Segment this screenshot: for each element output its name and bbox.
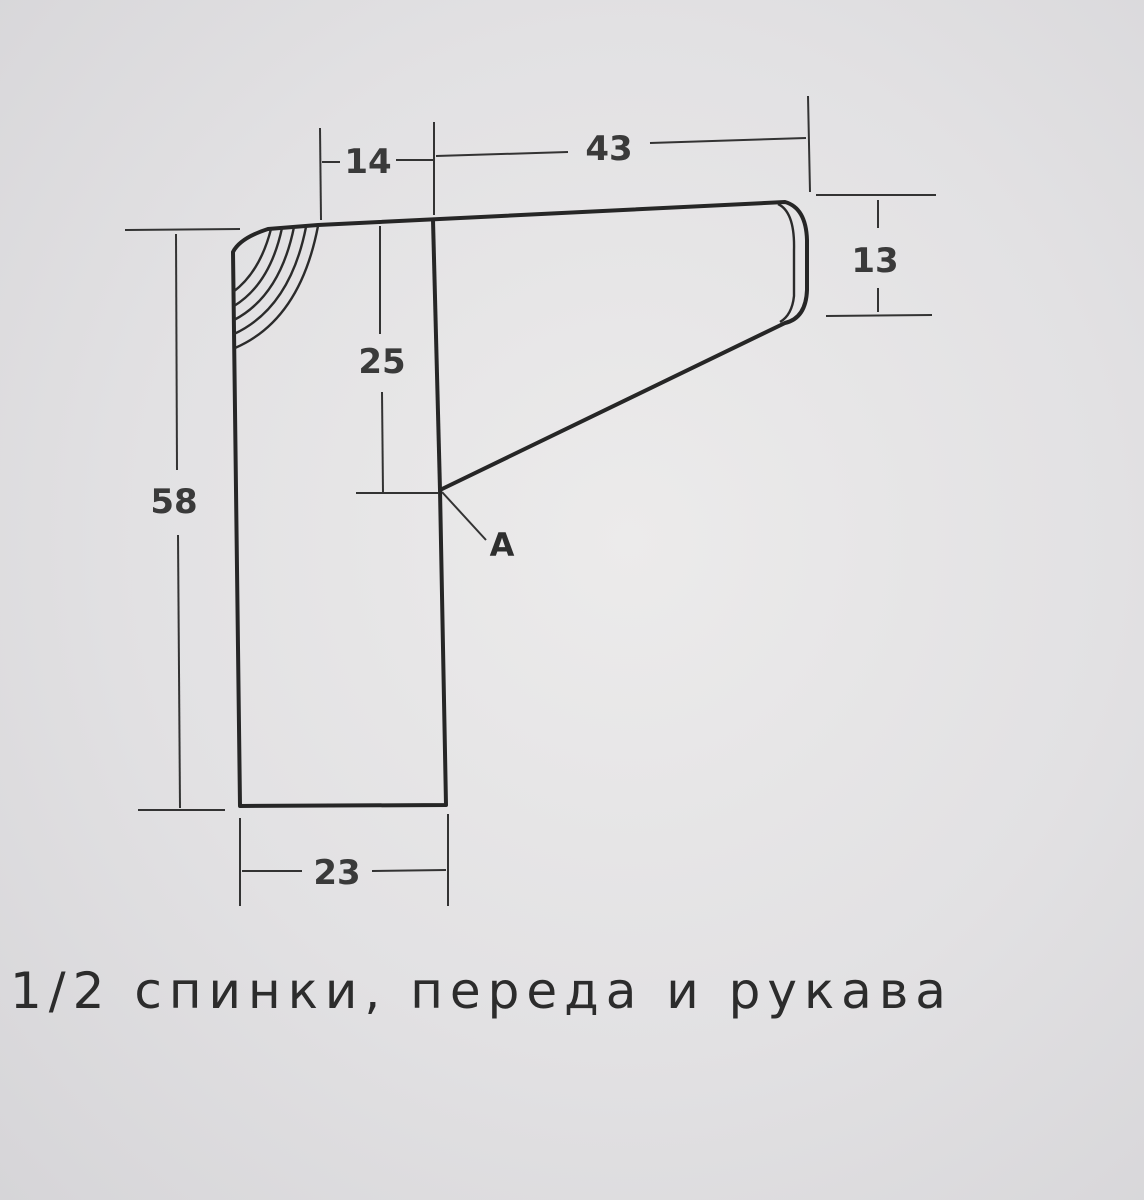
sleeve-seam-line <box>431 219 442 491</box>
dimension-total-length: 58 <box>124 228 241 811</box>
dimension-armhole-depth: 25 <box>356 226 438 494</box>
label-half-width: 23 <box>313 853 360 893</box>
garment-outline <box>231 200 809 808</box>
label-neck-width: 14 <box>344 142 391 182</box>
point-a-marker: A <box>441 491 515 564</box>
neckline-ribbing <box>232 225 320 350</box>
cuff-edge-line <box>777 202 796 324</box>
label-sleeve-length: 43 <box>585 129 632 169</box>
diagram-caption: 1/2 спинки, переда и рукава <box>10 962 953 1020</box>
label-armhole-depth: 25 <box>358 342 405 382</box>
knitting-pattern-diagram: 14 43 13 25 58 23 A <box>124 95 936 906</box>
label-cuff-height: 13 <box>851 241 898 281</box>
label-point-a: A <box>490 526 515 564</box>
dimension-cuff-height: 13 <box>816 194 936 317</box>
dimension-half-width: 23 <box>239 814 449 906</box>
label-total-length: 58 <box>150 482 197 522</box>
dimension-sleeve-length: 43 <box>435 95 811 193</box>
dimension-neck-width: 14 <box>319 122 435 221</box>
